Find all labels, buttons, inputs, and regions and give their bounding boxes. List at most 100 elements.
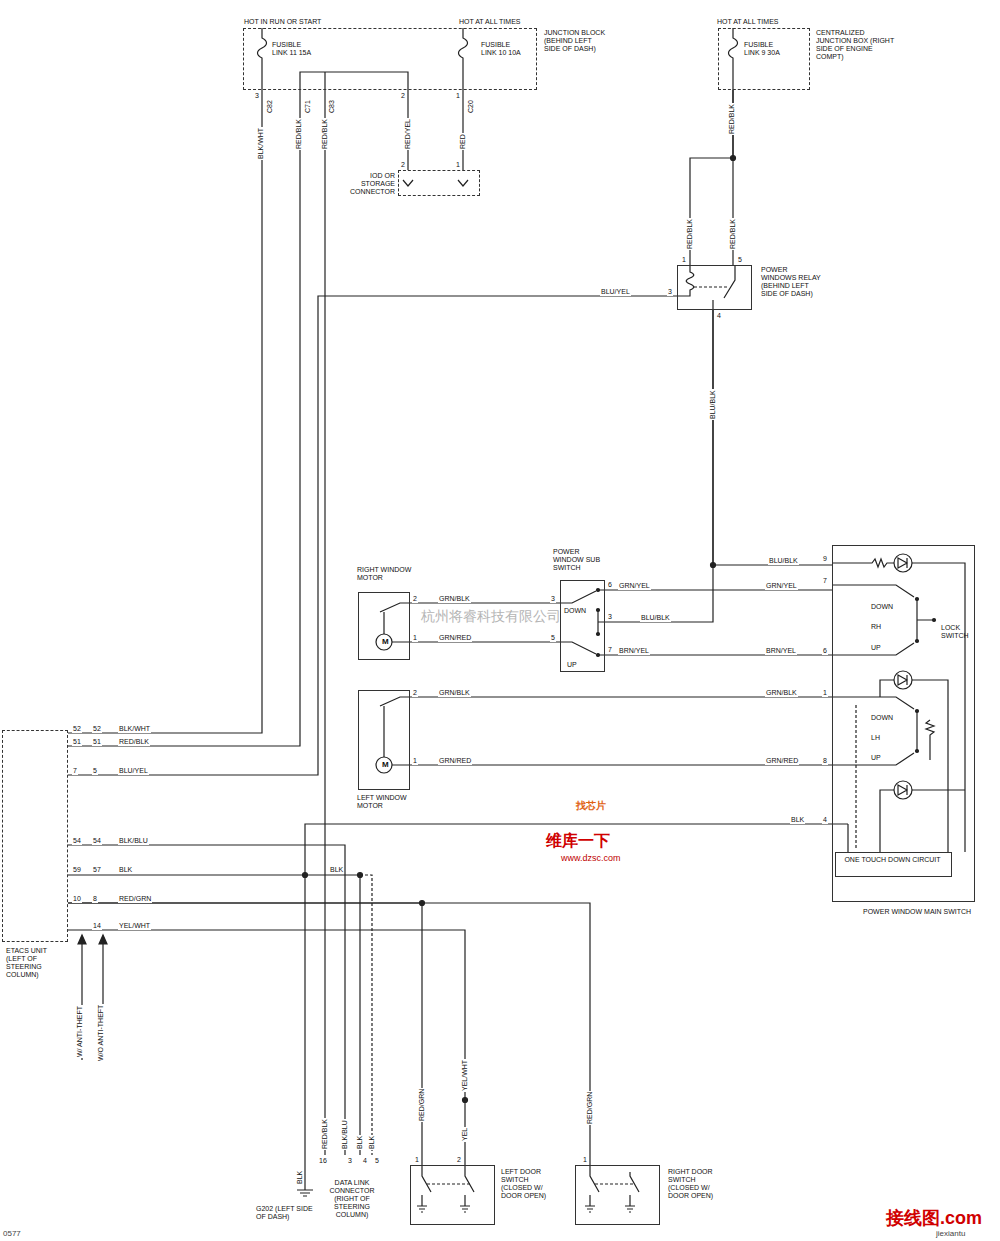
component-box: LEFT DOOR SWITCH (CLOSED W/ DOOR OPEN) [410, 1165, 495, 1225]
wire-color-label: RED/YEL [404, 118, 412, 150]
mark-text: 接线图.com [885, 1208, 983, 1228]
pin-label: RED/GRN [418, 1088, 426, 1122]
pin-label: BLK [296, 1170, 304, 1185]
switch-symbol [560, 590, 605, 655]
relay-link [694, 286, 728, 287]
pin-label: BLK [329, 866, 344, 874]
pin-label: 59 [72, 866, 82, 874]
component-label: FUSIBLE LINK 10 10A [481, 41, 521, 57]
component-box: RIGHT DOOR SWITCH (CLOSED W/ DOOR OPEN) [575, 1165, 660, 1225]
wire [68, 90, 262, 733]
contact-dots [597, 589, 600, 657]
wire-color-label: RED/BLK [729, 218, 737, 250]
wire [410, 602, 560, 603]
component-label: LH [871, 734, 880, 742]
pin-label: 4 [822, 816, 828, 824]
pin-label: 54 [72, 837, 82, 845]
wire [713, 310, 832, 565]
switch-symbol [832, 680, 948, 852]
wire [690, 90, 733, 265]
component-label: UP [871, 754, 881, 762]
pin-label: 8 [822, 757, 828, 765]
pin-label: 3 [254, 92, 260, 100]
wire-color-label: BLK [118, 866, 133, 874]
motor-breaker [380, 697, 410, 765]
pin-label: 6 [822, 647, 828, 655]
pin-label: 57 [92, 866, 102, 874]
component-label: DOWN [871, 603, 893, 611]
wire-color-label: RED/GRN [118, 895, 152, 903]
pin-label: BLK [356, 1135, 364, 1150]
component-label: HOT AT ALL TIMES [717, 18, 778, 26]
pin-label: 6 [607, 581, 613, 589]
wire-color-label: RED/BLK [118, 738, 150, 746]
component-label: UP [871, 644, 881, 652]
resistor-symbol [832, 559, 965, 852]
wire [68, 903, 422, 1165]
wire-color-label: BRN/YEL [618, 647, 650, 655]
wire-color-label: GRN/RED [438, 757, 472, 765]
component-box: POWER WINDOW SUB SWITCHDOWNUP [560, 580, 605, 672]
wire-color-label: BLK/BLU [118, 837, 149, 845]
pin-label: 1 [582, 1156, 588, 1164]
pin-label: 1 [414, 1156, 420, 1164]
pin-label: 3 [607, 613, 613, 621]
wire-color-label: GRN/YEL [618, 582, 651, 590]
pin-label: 4 [362, 1157, 368, 1165]
pin-label: 1 [681, 256, 687, 264]
component-box: IOD OR STORAGE CONNECTOR [398, 170, 480, 196]
pin-label: 7 [72, 767, 78, 775]
pin-label: 16 [318, 1157, 328, 1165]
component-box: LEFT WINDOW MOTOR [358, 690, 410, 790]
wire-color-label: GRN/BLK [438, 689, 471, 697]
diode-symbol [894, 781, 912, 799]
wire-color-label: RED/BLK [686, 218, 694, 250]
component-label: FUSIBLE LINK 9 30A [744, 41, 784, 57]
bus-bar [300, 72, 408, 90]
door-switch-symbol [585, 1165, 639, 1212]
wire-color-label: BLU/YEL [118, 767, 149, 775]
pin-label: RED/BLK [295, 118, 303, 150]
pin-label: 54 [92, 837, 102, 845]
contact-dots [916, 598, 936, 753]
wire [605, 310, 713, 622]
mark-text: 杭州将睿科技有限公司 [420, 608, 562, 624]
component-box: POWER WINDOW MAIN SWITCHDOWNRHUPLOCK SWI… [832, 545, 975, 902]
pin-label: C83 [328, 99, 336, 114]
pin-label: 51 [92, 738, 102, 746]
component-label: IOD OR STORAGE CONNECTOR [347, 172, 395, 196]
wire [68, 903, 590, 1165]
wire [410, 641, 560, 642]
diode-symbol [898, 675, 907, 685]
component-label: HOT AT ALL TIMES [459, 18, 520, 26]
mark-text: 找芯片 [575, 800, 607, 811]
wire [462, 90, 463, 170]
component-label: RH [871, 623, 881, 631]
component-label: POWER WINDOW SUB SWITCH [553, 548, 601, 572]
wire-color-label: RED [459, 133, 467, 150]
wire-color-label: YEL/WHT [118, 922, 151, 930]
arrow-head [78, 935, 107, 944]
pin-label: 7 [822, 577, 828, 585]
pin-label: RED/BLK [321, 1118, 329, 1150]
component-label: RIGHT WINDOW MOTOR [357, 566, 419, 582]
component-label: FUSIBLE LINK 11 15A [272, 41, 312, 57]
pin-label: BLK/WHT [257, 127, 265, 160]
pin-label: 1 [455, 161, 461, 169]
component-box: DATA LINK CONNECTOR (RIGHT OF STEERING C… [322, 1155, 385, 1227]
component-label: LEFT DOOR SWITCH (CLOSED W/ DOOR OPEN) [501, 1168, 549, 1200]
component-label: UP [567, 661, 577, 669]
pin-label: 1 [412, 757, 418, 765]
wire-color-label: BLU/BLK [768, 557, 799, 565]
component-label: ETACS UNIT (LEFT OF STEERING COLUMN) [6, 947, 54, 979]
component-label: JUNCTION BLOCK (BEHIND LEFT SIDE OF DASH… [544, 29, 606, 53]
wire-color-label: BLU/BLK [640, 614, 671, 622]
wire [324, 90, 325, 1155]
component-label: ONE TOUCH DOWN CIRCUIT [836, 856, 949, 864]
pin-label: 2 [400, 161, 406, 169]
component-box: HOT AT ALL TIMESFUSIBLE LINK 9 30ACENTRA… [718, 28, 810, 90]
splice-dots [303, 156, 736, 1103]
wire [68, 845, 345, 1155]
pin-label: 51 [72, 738, 82, 746]
wire-color-label: RED/GRN [586, 1091, 594, 1125]
